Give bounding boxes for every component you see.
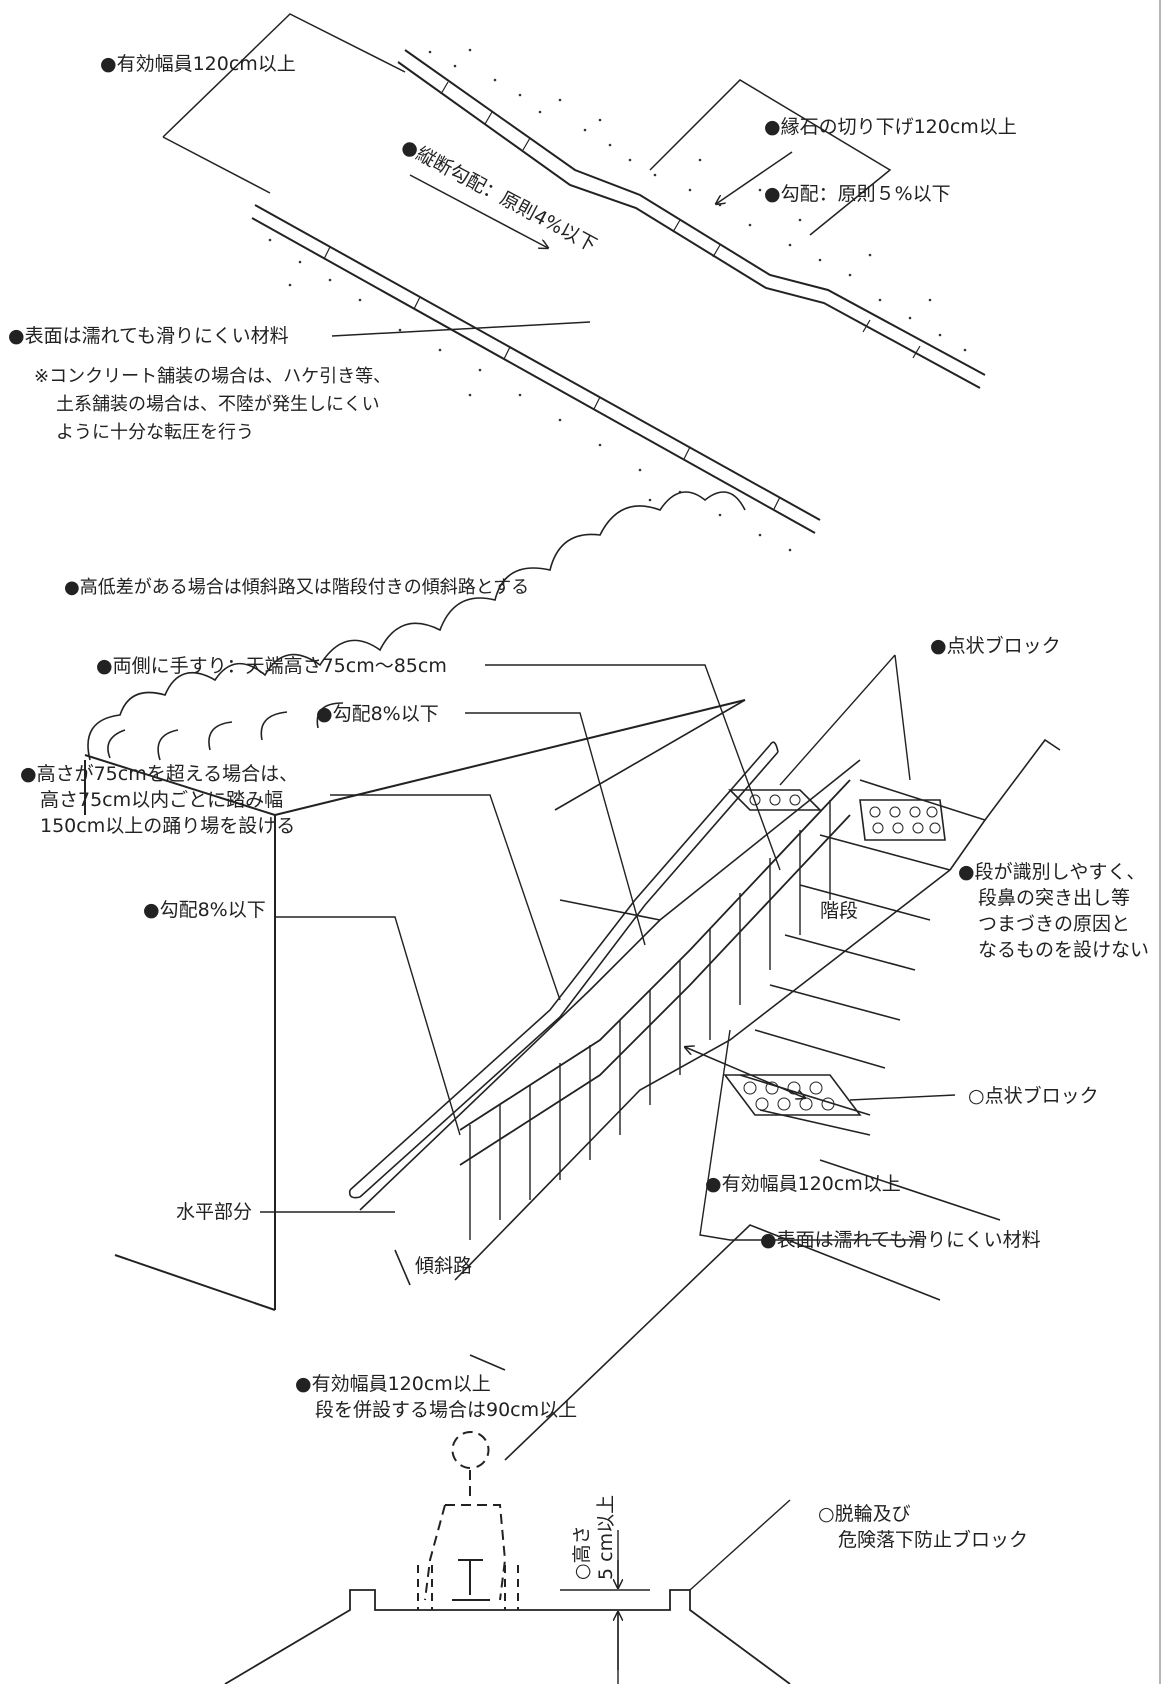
paving-note-line-1: ※コンクリート舗装の場合は、ハケ引き等、 <box>34 366 391 387</box>
height-value: 5 cm以上 <box>595 1495 617 1580</box>
cross-section-drawing <box>224 1431 791 1684</box>
wheelchair-user-figure <box>417 1431 519 1610</box>
curb-block-line-2: 危険落下防止ブロック <box>838 1528 1028 1551</box>
tactile-block-top <box>728 789 946 841</box>
handrail-label: ●両側に手すり：天端高さ75cm～85cm <box>96 655 447 677</box>
tactile-block-label: ●点状ブロック <box>930 634 1061 657</box>
steps-note-line-1: ●段が識別しやすく、 <box>958 861 1145 883</box>
landing-line-3: 150cm以上の踊り場を設ける <box>40 815 295 837</box>
tactile-block-bottom <box>723 1074 862 1116</box>
ramp-heading: ●高低差がある場合は傾斜路又は階段付きの傾斜路とする <box>64 577 529 598</box>
sidewalk-drawing <box>162 13 986 552</box>
steps-note-line-3: つまづきの原因と <box>978 913 1130 935</box>
upper-curb <box>397 49 986 389</box>
curb-block-line-1: ○脱輪及び <box>818 1503 911 1525</box>
width-label: ●有効幅員120cm以上 <box>100 53 296 75</box>
curb-cut-label: ●縁石の切り下げ120cm以上 <box>764 116 1017 138</box>
width-bottom-line-1: ●有効幅員120cm以上 <box>295 1373 491 1395</box>
page-right-border <box>1159 0 1161 1684</box>
surface-material-label: ●表面は濡れても滑りにくい材料 <box>8 325 289 347</box>
lower-curb <box>251 204 821 534</box>
ramp-slope-mid-label: ●勾配8%以下 <box>143 899 266 921</box>
width-bottom-line-2: 段を併設する場合は90cm以上 <box>315 1399 577 1421</box>
landing-line-2: 高さ75cm以内ごとに踏み幅 <box>40 789 283 811</box>
curb-slope-label: ●勾配：原則５%以下 <box>764 183 951 205</box>
paving-note-line-3: ように十分な転圧を行う <box>56 422 254 443</box>
horizontal-part-label: 水平部分 <box>176 1201 252 1223</box>
tactile-block-lower-label: ○点状ブロック <box>968 1084 1099 1107</box>
landing-line-1: ●高さが75cmを超える場合は、 <box>20 763 298 785</box>
gravel-texture <box>268 48 967 552</box>
longitudinal-slope-label: ●縦断勾配：原則4%以下 <box>398 135 601 257</box>
width-right-label: ●有効幅員120cm以上 <box>705 1173 901 1195</box>
steps-note-line-2: 段鼻の突き出し等 <box>978 887 1130 909</box>
ramp-surface-label: ●表面は濡れても滑りにくい材料 <box>760 1229 1041 1251</box>
ramp-slope-top-label: ●勾配8%以下 <box>316 703 439 725</box>
paving-note-line-2: 土系舗装の場合は、不陸が発生しにくい <box>56 394 380 415</box>
ramp-drawing <box>84 491 1061 1461</box>
ramp-text: 傾斜路 <box>415 1255 472 1277</box>
steps-note-line-4: なるものを設けない <box>978 939 1149 961</box>
height-label: ○高さ <box>571 1525 593 1580</box>
stairs-text: 階段 <box>820 900 858 922</box>
